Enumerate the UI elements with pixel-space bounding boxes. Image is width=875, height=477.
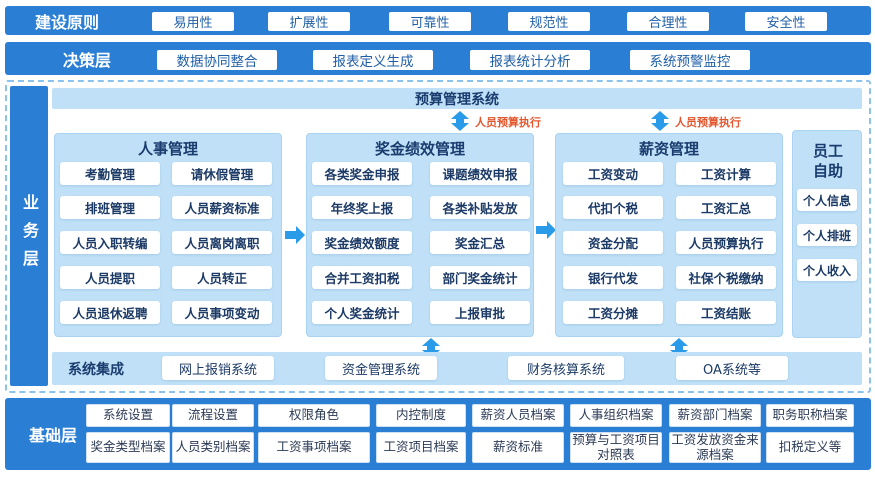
self-service-item: 个人信息 bbox=[797, 189, 857, 211]
bonus-title: 奖金绩效管理 bbox=[374, 140, 465, 158]
foundation-item: 奖金类型档案 bbox=[86, 432, 170, 463]
salary-item: 银行代发 bbox=[563, 266, 663, 289]
foundation-item: 职务职称档案 bbox=[766, 404, 854, 427]
principles-title: 建设原则 bbox=[35, 12, 100, 32]
foundation-item: 薪资标准 bbox=[472, 432, 564, 463]
business-side-label: 业务层 bbox=[10, 86, 48, 386]
foundation-item: 系统设置 bbox=[86, 404, 170, 427]
hr-item: 人员事项变动 bbox=[172, 301, 272, 324]
salary-title: 薪资管理 bbox=[638, 140, 699, 158]
principle-item: 安全性 bbox=[745, 12, 827, 31]
bonus-item: 各类奖金申报 bbox=[312, 162, 412, 185]
foundation-item: 薪资部门档案 bbox=[669, 404, 761, 427]
bonus-item: 年终奖上报 bbox=[312, 196, 412, 219]
bonus-item: 个人奖金统计 bbox=[312, 301, 412, 324]
hr-item: 人员离岗离职 bbox=[172, 231, 272, 254]
salary-item: 工资分摊 bbox=[563, 301, 663, 324]
salary-item: 代扣个税 bbox=[563, 196, 663, 219]
budget-system-title: 预算管理系统 bbox=[415, 91, 499, 108]
decision-item: 数据协同整合 bbox=[157, 50, 277, 70]
foundation-item: 流程设置 bbox=[172, 404, 254, 427]
hr-item: 考勤管理 bbox=[60, 162, 160, 185]
bonus-item: 课题绩效申报 bbox=[430, 162, 530, 185]
principle-item: 可靠性 bbox=[389, 12, 471, 31]
hr-item: 人员薪资标准 bbox=[172, 196, 272, 219]
salary-item: 社保个税缴纳 bbox=[676, 266, 776, 289]
principle-item: 易用性 bbox=[152, 12, 234, 31]
foundation-item: 扣税定义等 bbox=[766, 432, 854, 463]
bonus-item: 合并工资扣税 bbox=[312, 266, 412, 289]
integration-item: OA系统等 bbox=[676, 356, 788, 380]
decision-item: 系统预警监控 bbox=[630, 50, 750, 70]
foundation-item: 预算与工资项目对照表 bbox=[570, 432, 662, 463]
integration-title: 系统集成 bbox=[68, 361, 124, 378]
foundation-item: 工资项目档案 bbox=[376, 432, 466, 463]
principle-item: 扩展性 bbox=[268, 12, 350, 31]
budget-arrow-right bbox=[651, 111, 669, 131]
principle-item: 合理性 bbox=[627, 12, 709, 31]
salary-item: 资金分配 bbox=[563, 231, 663, 254]
bonus-item: 奖金汇总 bbox=[430, 231, 530, 254]
integration-item: 资金管理系统 bbox=[325, 356, 437, 380]
salary-item: 工资变动 bbox=[563, 162, 663, 185]
foundation-item: 薪资人员档案 bbox=[472, 404, 564, 427]
bonus-item: 奖金绩效额度 bbox=[312, 231, 412, 254]
integration-item: 财务核算系统 bbox=[508, 356, 624, 380]
foundation-item: 工资发放资金来源档案 bbox=[669, 432, 761, 463]
hr-item: 人员退休返聘 bbox=[60, 301, 160, 324]
foundation-item: 内控制度 bbox=[376, 404, 466, 427]
bonus-item: 各类补贴发放 bbox=[430, 196, 530, 219]
integration-item: 网上报销系统 bbox=[162, 356, 274, 380]
foundation-item: 工资事项档案 bbox=[258, 432, 370, 463]
decision-item: 报表定义生成 bbox=[313, 50, 433, 70]
salary-item: 人员预算执行 bbox=[676, 231, 776, 254]
flow-label-left: 人员预算执行 bbox=[475, 116, 541, 129]
flow-label-right: 人员预算执行 bbox=[675, 116, 741, 129]
foundation-title: 基础层 bbox=[29, 426, 78, 445]
bonus-item: 部门奖金统计 bbox=[430, 266, 530, 289]
arrow-hr-to-bonus bbox=[285, 226, 305, 244]
salary-item: 工资结账 bbox=[676, 301, 776, 324]
principle-item: 规范性 bbox=[508, 12, 590, 31]
business-side-text: 业务层 bbox=[20, 194, 39, 278]
salary-item: 工资汇总 bbox=[676, 196, 776, 219]
self-service-title: 员工自助 bbox=[812, 142, 843, 180]
self-service-item: 个人收入 bbox=[797, 259, 857, 281]
hr-item: 人员入职转编 bbox=[60, 231, 160, 254]
decision-title: 决策层 bbox=[63, 50, 112, 70]
hr-item: 排班管理 bbox=[60, 196, 160, 219]
self-service-item: 个人排班 bbox=[797, 224, 857, 246]
budget-system-bar: 预算管理系统 bbox=[52, 88, 862, 109]
budget-arrow-left bbox=[451, 111, 469, 131]
bonus-item: 上报审批 bbox=[430, 301, 530, 324]
business-layer-frame bbox=[5, 80, 871, 393]
salary-item: 工资计算 bbox=[676, 162, 776, 185]
hr-title: 人事管理 bbox=[137, 140, 198, 158]
hr-item: 人员转正 bbox=[172, 266, 272, 289]
foundation-item: 权限角色 bbox=[258, 404, 370, 427]
foundation-item: 人员类别档案 bbox=[172, 432, 254, 463]
decision-item: 报表统计分析 bbox=[470, 50, 590, 70]
hr-item: 人员提职 bbox=[60, 266, 160, 289]
arrow-bonus-to-salary bbox=[536, 221, 556, 239]
foundation-item: 人事组织档案 bbox=[570, 404, 662, 427]
hr-item: 请休假管理 bbox=[172, 162, 272, 185]
